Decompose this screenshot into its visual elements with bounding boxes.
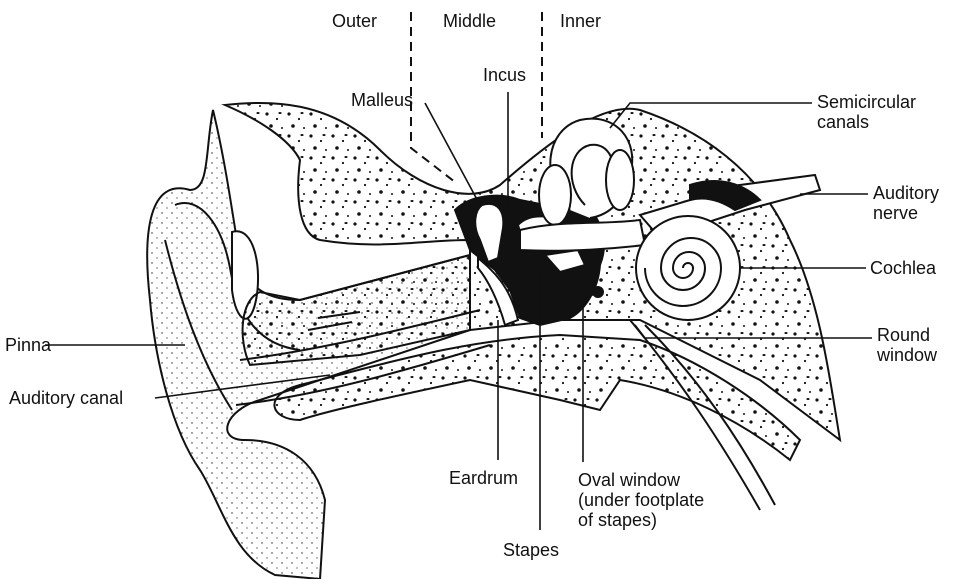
label-incus: Incus xyxy=(483,65,526,85)
cochlea-shape xyxy=(636,216,740,320)
label-round-window-line1: Round xyxy=(877,325,937,345)
oval-window-dot xyxy=(593,287,603,297)
label-cochlea: Cochlea xyxy=(870,258,936,278)
region-label-middle: Middle xyxy=(443,11,496,31)
label-oval-window-line1: Oval window xyxy=(578,470,704,490)
label-auditory-nerve-line2: nerve xyxy=(873,203,939,223)
label-auditory-nerve: Auditory nerve xyxy=(873,183,939,223)
label-semicircular-canals: Semicircular canals xyxy=(817,92,916,132)
semicircular-canals-shape xyxy=(539,119,634,225)
outer-middle-divider xyxy=(411,12,455,182)
label-pinna: Pinna xyxy=(5,335,51,355)
label-eardrum: Eardrum xyxy=(449,468,518,488)
label-semicircular-canals-line2: canals xyxy=(817,112,916,132)
label-stapes: Stapes xyxy=(503,540,559,560)
region-label-inner: Inner xyxy=(560,11,601,31)
region-label-outer: Outer xyxy=(332,11,377,31)
region-dividers xyxy=(411,12,542,182)
label-round-window: Round window xyxy=(877,325,937,365)
label-auditory-canal: Auditory canal xyxy=(9,388,123,408)
label-semicircular-canals-line1: Semicircular xyxy=(817,92,916,112)
label-auditory-nerve-line1: Auditory xyxy=(873,183,939,203)
label-round-window-line2: window xyxy=(877,345,937,365)
label-oval-window: Oval window (under footplate of stapes) xyxy=(578,470,704,530)
label-oval-window-line3: of stapes) xyxy=(578,510,704,530)
label-oval-window-line2: (under footplate xyxy=(578,490,704,510)
label-malleus: Malleus xyxy=(351,90,413,110)
